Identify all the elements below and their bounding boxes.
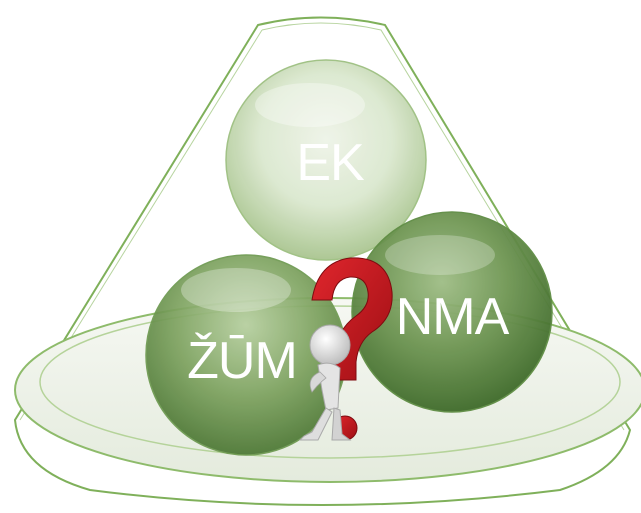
sphere-label-left: ŽŪM bbox=[187, 332, 297, 390]
sphere-top: EK bbox=[225, 59, 427, 261]
sphere-right: NMA bbox=[351, 211, 553, 413]
sphere-label-top: EK bbox=[296, 134, 365, 192]
thinking-person-question-mark-icon bbox=[298, 257, 393, 441]
sphere-label-right: NMA bbox=[396, 288, 510, 346]
